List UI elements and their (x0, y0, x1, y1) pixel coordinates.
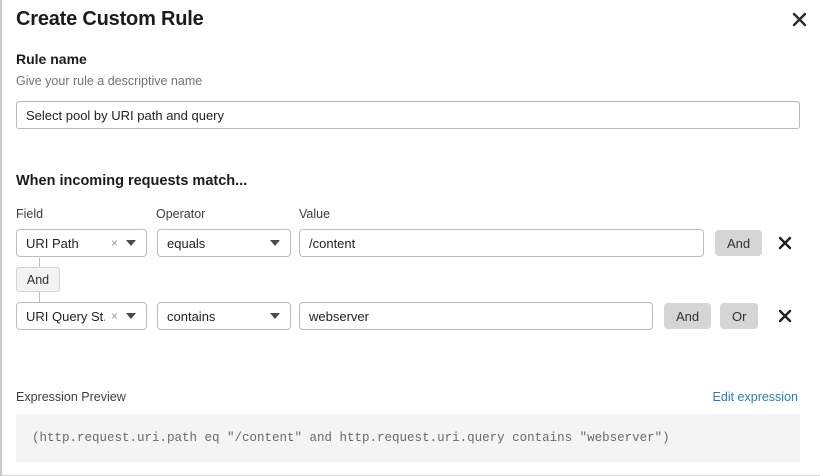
close-icon[interactable] (786, 6, 812, 32)
connector-line-top (39, 258, 40, 268)
expression-preview-text: (http.request.uri.path eq "/content" and… (32, 431, 670, 445)
connector-line-bottom (39, 291, 40, 302)
remove-condition-row-1[interactable] (774, 232, 796, 254)
field-clear-icon-row-1[interactable]: × (110, 236, 118, 250)
and-button-row-1[interactable]: And (715, 230, 763, 256)
chevron-down-icon-field-row-1 (126, 240, 136, 246)
expression-preview-label: Expression Preview (16, 390, 126, 404)
rule-name-label: Rule name (16, 51, 87, 67)
page-title: Create Custom Rule (16, 8, 204, 30)
or-button-row-2[interactable]: Or (720, 303, 759, 329)
value-input-row-1[interactable] (299, 229, 704, 257)
column-header-field: Field (16, 207, 44, 221)
value-input-row-2[interactable] (299, 302, 653, 330)
operator-select-row-1[interactable]: equals (157, 229, 291, 257)
field-clear-icon-row-2[interactable]: × (110, 309, 118, 323)
field-select-row-2[interactable]: URI Query St... × (16, 302, 147, 330)
match-section-heading: When incoming requests match... (16, 173, 248, 189)
field-select-row-1-value: URI Path (26, 235, 79, 251)
chevron-down-icon-operator-row-2 (270, 313, 280, 319)
operator-select-row-2-value: contains (167, 308, 216, 324)
chevron-down-icon-operator-row-1 (270, 240, 280, 246)
rule-name-help-text: Give your rule a descriptive name (16, 74, 203, 88)
column-header-operator: Operator (156, 207, 206, 221)
chevron-down-icon-field-row-2 (126, 313, 136, 319)
and-button-row-2[interactable]: And (664, 303, 712, 329)
field-select-row-2-value: URI Query St... (26, 308, 105, 324)
field-select-row-1[interactable]: URI Path × (16, 229, 147, 257)
operator-select-row-2[interactable]: contains (157, 302, 291, 330)
column-header-value: Value (299, 207, 331, 221)
expression-preview-box: (http.request.uri.path eq "/content" and… (16, 414, 800, 462)
remove-condition-row-2[interactable] (774, 305, 796, 327)
logic-connector-chip[interactable]: And (16, 267, 60, 292)
edit-expression-link[interactable]: Edit expression (712, 390, 798, 404)
rule-name-input[interactable] (16, 101, 800, 129)
operator-select-row-1-value: equals (167, 235, 206, 251)
